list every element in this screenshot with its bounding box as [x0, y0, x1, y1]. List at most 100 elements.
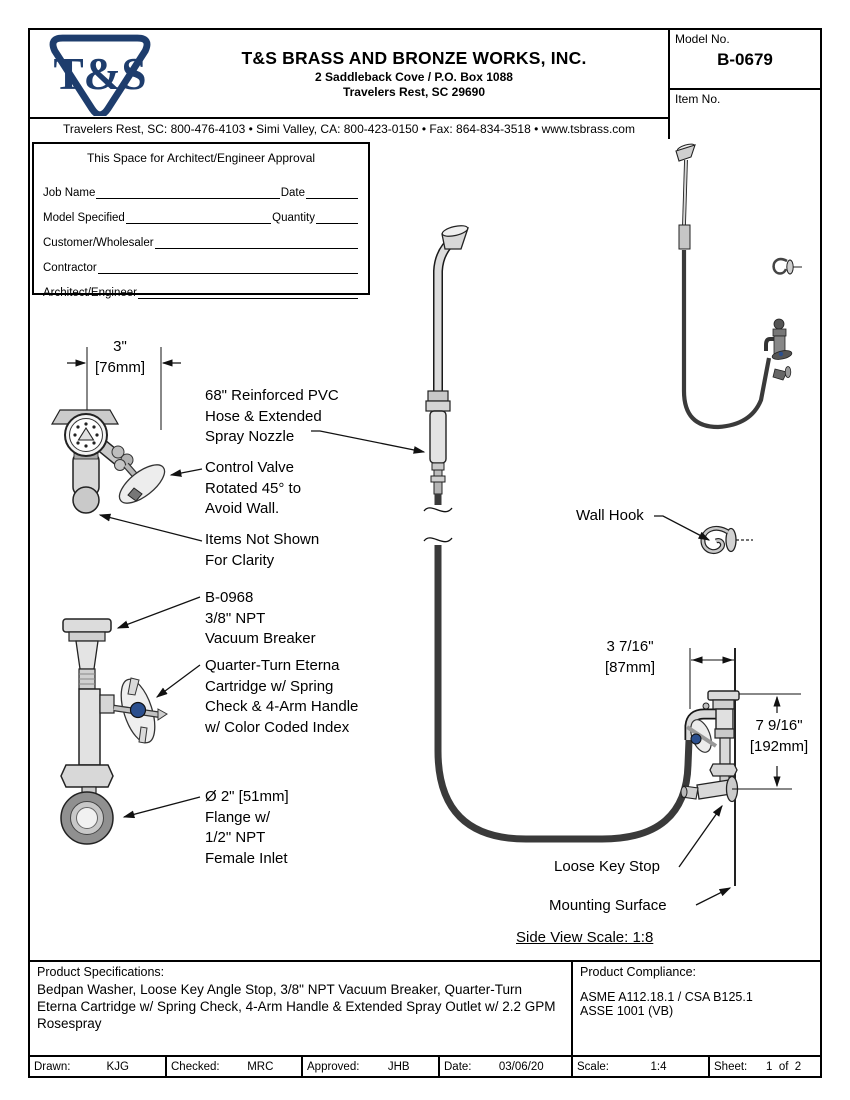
side-view-scale-note: Side View Scale: 1:8 [516, 929, 654, 946]
leader-wall-hook [654, 515, 711, 541]
architect-input-line[interactable] [137, 286, 358, 299]
mini-valve [764, 318, 793, 381]
dimension-offset-text: 3 7/16"[87mm] [604, 638, 655, 676]
callout-vacuum-breaker: B-0968 3/8" NPT Vacuum Breaker [205, 589, 316, 647]
model-no-box: Model No. B-0679 [670, 30, 820, 90]
break-line [423, 507, 453, 513]
architect-engineer-label: Architect/Engineer [43, 287, 137, 299]
dimension-3in-text: 3"[76mm] [94, 338, 145, 376]
title-block-scale: Scale: 1:4 [573, 1057, 710, 1076]
model-specified-input-line[interactable] [125, 211, 272, 224]
item-no-box: Item No. [670, 90, 820, 139]
dimension-height [732, 693, 801, 790]
leader-cartridge [155, 664, 201, 698]
loose-key-stop [680, 775, 739, 803]
valve-body [78, 688, 101, 766]
header: T&S T&S BRASS AND BRONZE WORKS, INC. 2 S… [30, 30, 820, 139]
page-border: T&S T&S BRASS AND BRONZE WORKS, INC. 2 S… [28, 28, 822, 1078]
product-compliance-title: Product Compliance: [580, 965, 697, 979]
technical-drawing [50, 143, 802, 906]
approval-row-model-specified: Model Specified Quantity [43, 199, 359, 224]
break-line [423, 537, 453, 543]
date-input-line[interactable] [306, 186, 358, 199]
leader-items-not-shown [98, 513, 203, 542]
callout-items-not-shown: Items Not Shown For Clarity [205, 531, 320, 569]
customer-wholesaler-label: Customer/Wholesaler [43, 237, 154, 249]
product-specifications-body: Bedpan Washer, Loose Key Angle Stop, 3/8… [37, 982, 556, 1031]
header-left: T&S T&S BRASS AND BRONZE WORKS, INC. 2 S… [30, 30, 668, 139]
contact-line: Travelers Rest, SC: 800-476-4103 • Simi … [30, 117, 668, 139]
leader-mounting-surface [695, 887, 732, 906]
overview-isometric-view [675, 143, 802, 430]
spray-wand [423, 225, 693, 843]
callout-flange: Ø 2" [51mm] Flange w/ 1/2" NPT Female In… [205, 788, 289, 867]
leader-control-valve [169, 468, 203, 477]
top-view-control-valve [50, 409, 166, 514]
job-name-label: Job Name [43, 187, 96, 199]
leader-hose [311, 430, 426, 454]
callout-hose: 68" Reinforced PVC Hose & Extended Spray… [205, 387, 339, 445]
dimension-height-text: 7 9/16"[192mm] [749, 717, 809, 755]
pvc-hose [434, 545, 693, 843]
callout-mounting-surface: Mounting Surface [549, 897, 667, 914]
title-block-date: Date: 03/06/20 [440, 1057, 573, 1076]
model-no-label: Model No. [675, 32, 730, 46]
compliance-standard: ASME A112.18.1 / CSA B125.1 [580, 990, 753, 1004]
contractor-input-line[interactable] [97, 261, 358, 274]
approval-box: This Space for Architect/Engineer Approv… [32, 142, 370, 299]
title-block-drawn: Drawn: KJG [30, 1057, 167, 1076]
compliance-standard: ASSE 1001 (VB) [580, 1004, 674, 1018]
ts-logo-icon: T&S [49, 34, 151, 116]
model-no-value: B-0679 [717, 50, 773, 69]
item-no-label: Item No. [675, 92, 721, 106]
spray-outlet-tip [127, 487, 143, 502]
model-specified-label: Model Specified [43, 212, 125, 224]
company-name: T&S BRASS AND BRONZE WORKS, INC. [241, 48, 587, 68]
company-logo: T&S [30, 32, 170, 116]
ts-logo-text: T&S [54, 49, 147, 99]
coupling-nut [425, 400, 451, 412]
approval-row-contractor: Contractor [43, 249, 359, 274]
header-right: Model No. B-0679 Item No. [668, 30, 820, 139]
wand-grip [429, 410, 447, 464]
callout-wall-hook: Wall Hook [576, 507, 644, 524]
title-block-checked: Checked: MRC [167, 1057, 303, 1076]
date-label: Date [280, 187, 305, 199]
spec-section: Product Specifications: Bedpan Washer, L… [30, 960, 820, 1055]
callout-control-valve: Control Valve Rotated 45° to Avoid Wall. [205, 459, 302, 517]
leader-loose-key-stop [678, 804, 723, 868]
side-view [680, 648, 801, 886]
callout-cartridge: Quarter-Turn Eterna Cartridge w/ Spring … [205, 657, 359, 736]
quantity-label: Quantity [272, 212, 315, 224]
leader-lines [98, 430, 732, 906]
callout-loose-key-stop: Loose Key Stop [554, 858, 660, 875]
contractor-label: Contractor [43, 262, 97, 274]
front-view-valve [60, 618, 168, 845]
company-block: T&S BRASS AND BRONZE WORKS, INC. 2 Saddl… [170, 48, 668, 99]
mini-wand-grip [678, 224, 691, 250]
title-block: Drawn: KJG Checked: MRC Approved: JHB Da… [30, 1055, 820, 1076]
leader-flange [122, 796, 201, 819]
product-specifications-box: Product Specifications: Bedpan Washer, L… [30, 962, 573, 1055]
wall-hook [700, 525, 753, 555]
product-compliance-box: Product Compliance: ASME A112.18.1 / CSA… [573, 962, 820, 1055]
company-address-1: 2 Saddleback Cove / P.O. Box 1088 [315, 70, 513, 84]
four-arm-handle [113, 677, 168, 744]
title-block-approved: Approved: JHB [303, 1057, 440, 1076]
job-name-input-line[interactable] [96, 186, 280, 199]
title-block-sheet: Sheet: 1 of 2 [714, 1060, 802, 1073]
mini-nozzle [675, 144, 696, 162]
mini-wall-hook [772, 257, 802, 275]
approval-row-job-name: Job Name Date [43, 174, 359, 199]
product-specifications-title: Product Specifications: [37, 965, 165, 979]
color-coded-index [129, 701, 147, 719]
quantity-input-line[interactable] [316, 211, 358, 224]
company-address-2: Travelers Rest, SC 29690 [342, 85, 486, 99]
drawing-area: This Space for Architect/Engineer Approv… [30, 139, 820, 960]
vacuum-breaker-cap [62, 618, 112, 633]
customer-input-line[interactable] [154, 236, 358, 249]
mini-hose [681, 250, 772, 430]
header-top: T&S T&S BRASS AND BRONZE WORKS, INC. 2 S… [30, 30, 668, 117]
side-handle [685, 719, 718, 753]
